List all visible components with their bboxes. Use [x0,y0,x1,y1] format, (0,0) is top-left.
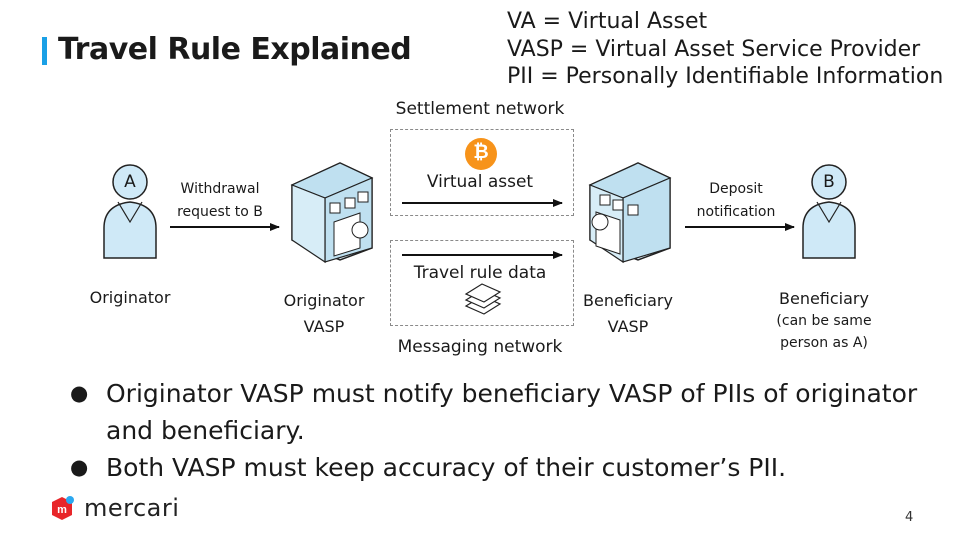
bullet-item: ● Originator VASP must notify beneficiar… [70,375,930,449]
bullet-dot: ● [70,381,89,405]
beneficiary-vasp-label-line2: VASP [607,317,649,336]
bullet-text: Both VASP must keep accuracy of their cu… [106,453,787,482]
messaging-network-label: Messaging network [397,337,563,357]
mercari-logo-mark: m [57,504,67,516]
beneficiary-vasp-building-icon [588,162,672,264]
abbreviation-pii: PII = Personally Identifiable Informatio… [507,64,944,89]
beneficiary-person-icon [802,164,856,259]
page-title: Travel Rule Explained [58,32,412,67]
title-accent-bar [42,37,47,65]
originator-label: Originator [89,288,171,307]
originator-vasp-building-icon [290,162,374,264]
bitcoin-symbol: ₿ [473,141,489,163]
originator-person-icon [103,164,157,259]
virtual-asset-label: Virtual asset [426,172,534,192]
beneficiary-vasp-label-line1: Beneficiary [583,291,673,310]
beneficiary-badge: B [823,172,835,192]
abbreviation-vasp: VASP = Virtual Asset Service Provider [507,36,921,62]
messaging-network-box [390,240,574,326]
abbreviation-va: VA = Virtual Asset [507,9,708,34]
bitcoin-coin-icon [465,138,497,170]
bullet-text: Originator VASP must notify beneficiary … [106,379,918,445]
beneficiary-note-line2: person as A) [780,335,868,351]
beneficiary-vasp-label: Beneficiary VASP [568,288,688,340]
originator-vasp-label: Originator VASP [264,288,384,340]
deposit-label-line1: Deposit [709,181,763,197]
page-number: 4 [905,510,914,525]
withdrawal-label-line1: Withdrawal [180,181,260,197]
settlement-network-label: Settlement network [395,99,565,119]
abbreviation-legend: VA = Virtual Asset VASP = Virtual Asset … [507,8,943,91]
originator-vasp-label-line1: Originator [283,291,365,310]
bullet-item: ● Both VASP must keep accuracy of their … [70,449,930,486]
mercari-logo-text: mercari [84,494,180,522]
deposit-label: Deposit notification [680,178,792,224]
beneficiary-label-title: Beneficiary [779,289,869,308]
deposit-label-line2: notification [696,204,776,220]
mercari-logo-icon: m [52,496,74,520]
bullet-list: ● Originator VASP must notify beneficiar… [70,375,930,486]
withdrawal-label: Withdrawal request to B [165,178,275,224]
travel-rule-data-label: Travel rule data [413,263,547,283]
settlement-network-box [390,129,574,216]
withdrawal-label-line2: request to B [177,204,263,220]
beneficiary-note-line1: (can be same [776,313,872,329]
originator-vasp-label-line2: VASP [303,317,345,336]
originator-badge: A [124,172,136,192]
mercari-logo: m mercari [48,494,179,522]
beneficiary-label: Beneficiary (can be same person as A) [764,288,884,354]
bullet-dot: ● [70,455,89,479]
documents-stack-icon [464,283,502,315]
